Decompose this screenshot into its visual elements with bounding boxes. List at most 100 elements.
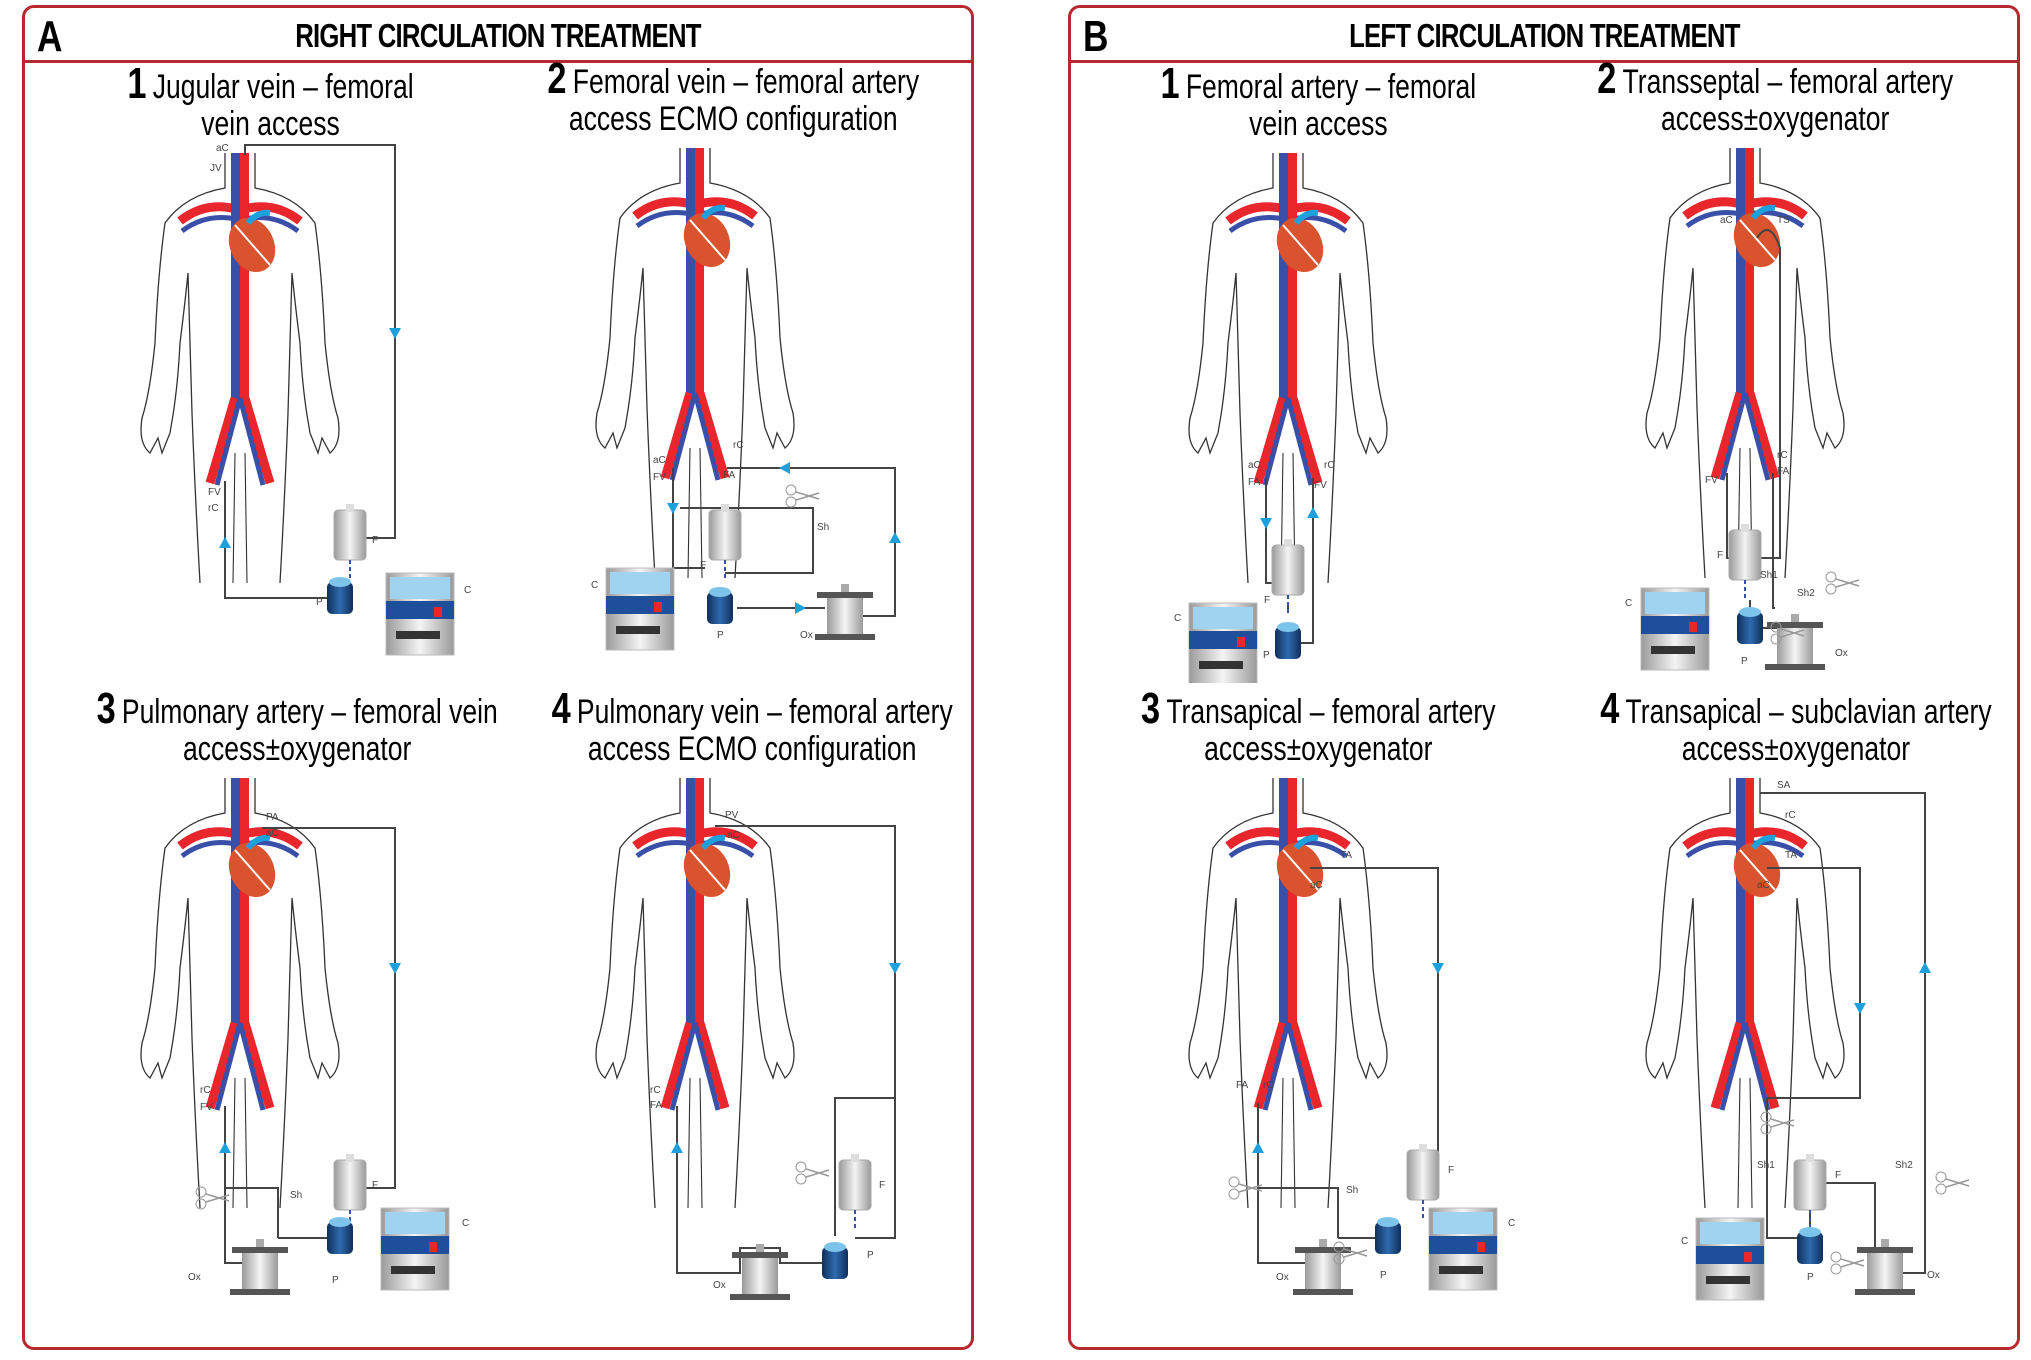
flow-arrow-icon <box>889 963 901 974</box>
config-title-line2: access±oxygenator <box>1203 730 1433 768</box>
label-ac: aC <box>216 143 229 154</box>
flow-arrow-icon <box>667 503 679 514</box>
label-c: C <box>1174 613 1181 624</box>
label-pa: PA <box>266 812 279 823</box>
label-rc: rC <box>1263 1080 1274 1091</box>
label-fa: FA <box>1236 1080 1249 1091</box>
config-number: 1 <box>1160 59 1180 108</box>
config-title-line1: Jugular vein – femoral <box>152 68 414 106</box>
label-ta: TA <box>1785 850 1797 861</box>
label-sa: SA <box>1777 780 1791 791</box>
label-fv: FV <box>653 472 666 483</box>
label-ac: aC <box>1248 460 1261 471</box>
circuit-tubing <box>224 1106 245 1264</box>
label-c: C <box>462 1218 469 1229</box>
config-number: 3 <box>1140 684 1160 733</box>
label-f: F <box>1448 1165 1454 1176</box>
config-number: 4 <box>551 684 571 733</box>
config-title-line1: Transseptal – femoral artery <box>1622 63 1953 101</box>
flow-arrow-icon <box>1252 1142 1264 1153</box>
config-title-line2: access ECMO configuration <box>587 730 917 768</box>
circuit-tubing <box>1258 1187 1339 1238</box>
human-body-vasculature <box>1646 148 1844 578</box>
shunt-clamp-scissors-icon <box>795 1161 830 1185</box>
label-sh: Sh <box>1346 1185 1358 1196</box>
console-device <box>1695 1217 1765 1301</box>
label-p: P <box>1380 1270 1387 1281</box>
panel-letter: B <box>1083 12 1109 61</box>
config-title-line1: Transapical – femoral artery <box>1166 693 1496 731</box>
config-title-line2: access±oxygenator <box>183 730 412 768</box>
pump-device <box>707 587 733 624</box>
console-device <box>605 567 675 651</box>
pump-device <box>822 1242 848 1279</box>
filter-device <box>1728 523 1762 599</box>
human-body-vasculature <box>141 153 339 583</box>
label-p: P <box>867 1250 874 1261</box>
circuit-tubing <box>244 144 396 539</box>
circuit-tubing <box>715 825 896 1239</box>
circuit-tubing <box>262 827 396 1189</box>
label-f: F <box>1835 1170 1841 1181</box>
label-fv: FV <box>1314 480 1327 491</box>
oxygenator-device <box>230 1239 290 1295</box>
label-ac: aC <box>1757 880 1770 891</box>
config-number: 4 <box>1600 684 1620 733</box>
circuit-tubing <box>1766 1098 1810 1239</box>
circuit-tubing <box>224 481 330 599</box>
human-body-vasculature <box>141 778 339 1208</box>
panel-title: LEFT CIRCULATION TREATMENT <box>1348 17 1740 54</box>
flow-arrow-icon <box>889 532 901 543</box>
flow-arrow-icon <box>1432 963 1444 974</box>
label-rc: rC <box>1324 460 1335 471</box>
circuit-tubing <box>225 1187 279 1238</box>
console-device <box>1428 1207 1498 1291</box>
label-p: P <box>1741 656 1748 667</box>
label-p: P <box>717 630 724 641</box>
label-ox: Ox <box>1927 1270 1940 1281</box>
circuit-tubing <box>1755 229 1781 559</box>
label-f: F <box>372 535 378 546</box>
label-ac: aC <box>727 830 740 841</box>
label-f: F <box>372 1180 378 1191</box>
label-fa: FA <box>1777 466 1790 477</box>
label-ox: Ox <box>188 1272 201 1283</box>
label-p: P <box>316 597 323 608</box>
panel-header: A RIGHT CIRCULATION TREATMENT <box>25 8 971 63</box>
label-p: P <box>1263 650 1270 661</box>
oxygenator-device <box>815 584 875 640</box>
label-rc: rC <box>733 440 744 451</box>
shunt-clamp-scissors-icon <box>1935 1171 1970 1195</box>
config-title-line2: access±oxygenator <box>1660 100 1890 138</box>
console-device <box>1188 602 1258 683</box>
label-f: F <box>700 560 706 571</box>
shunt-clamp-scissors-icon <box>1825 571 1860 595</box>
human-body-vasculature <box>1646 778 1844 1208</box>
human-body-vasculature <box>1189 153 1387 583</box>
circuit-tubing <box>676 1106 835 1274</box>
label-p: P <box>332 1275 339 1286</box>
label-sh1: Sh1 <box>1760 570 1778 581</box>
config-title-line2: vein access <box>1248 105 1388 143</box>
flow-arrow-icon <box>389 963 401 974</box>
panel-left-circulation: B LEFT CIRCULATION TREATMENT <box>1068 5 2020 1350</box>
console-device <box>385 572 455 656</box>
config-title-line1: Pulmonary artery – femoral vein <box>121 693 498 731</box>
label-c: C <box>591 580 598 591</box>
label-fa: FA <box>1248 477 1261 488</box>
config-number: 1 <box>126 59 146 108</box>
label-sh2: Sh2 <box>1797 588 1815 599</box>
circuit-tubing <box>680 507 814 574</box>
config-number: 3 <box>96 684 116 733</box>
circuit-tubing <box>1310 867 1439 1189</box>
config-title-line1: Pulmonary vein – femoral artery <box>576 693 953 731</box>
